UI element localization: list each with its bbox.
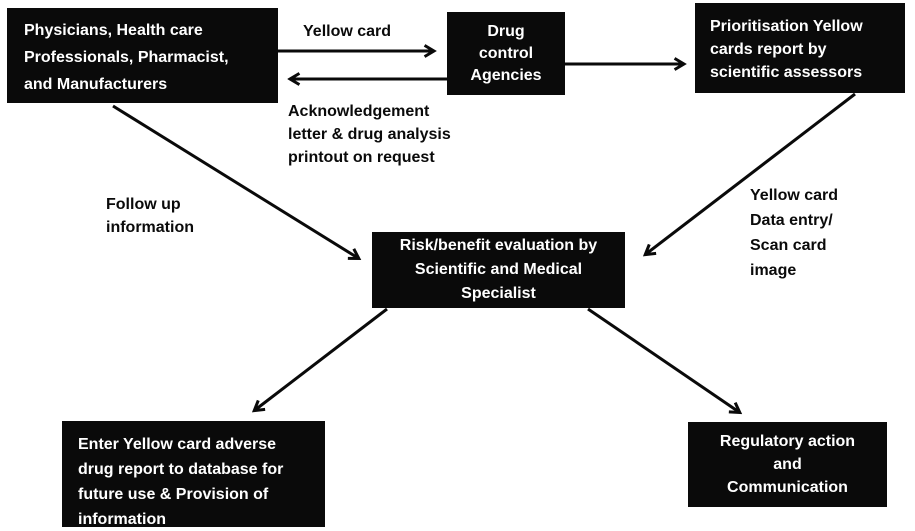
node-prioritisation-assessors: Prioritisation Yellow cards report by sc… (695, 3, 905, 93)
node-risk-benefit-evaluation: Risk/benefit evaluation by Scientific an… (372, 232, 625, 308)
node-drug-control-agencies: Drug control Agencies (447, 12, 565, 95)
node-database-entry: Enter Yellow card adverse drug report to… (62, 421, 325, 528)
arrow-risk-benefit-to-regulatory (587, 307, 739, 412)
edge-label-acknowledgement: Acknowledgement letter & drug analysis p… (288, 103, 451, 166)
arrow-reporters-to-risk-benefit (112, 104, 358, 258)
arrow-prioritisation-to-risk-benefit (646, 92, 856, 254)
node-reporters: Physicians, Health care Professionals, P… (7, 8, 278, 103)
arrow-risk-benefit-to-database (255, 307, 388, 410)
edge-label-follow-up: Follow up information (106, 196, 194, 236)
edge-label-yellow-card: Yellow card (303, 23, 392, 40)
node-regulatory-action: Regulatory action and Communication (688, 422, 887, 507)
edge-label-data-entry: Yellow card Data entry/ Scan card image (750, 187, 839, 279)
